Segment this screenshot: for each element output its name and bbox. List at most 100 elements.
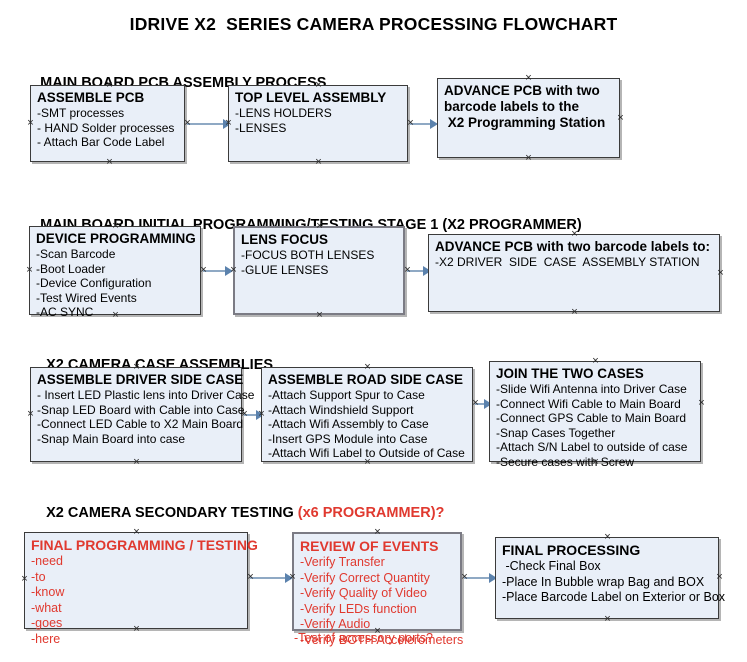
section-heading-x2-camera-secondary-testing: X2 CAMERA SECONDARY TESTING (x6 PROGRAMM… — [30, 489, 444, 537]
node-assemble-road-side-case[interactable]: ASSEMBLE ROAD SIDE CASE -Attach Support … — [261, 367, 473, 462]
node-line: -Verify Quality of Video — [300, 586, 427, 600]
connection-point[interactable] — [26, 410, 35, 419]
connector-arrow-head — [489, 573, 497, 583]
connection-point[interactable] — [603, 615, 612, 624]
node-title-line-2: barcode labels to the — [444, 99, 580, 114]
connection-point[interactable] — [246, 573, 255, 582]
node-line: -to — [31, 569, 46, 584]
node-assemble-pcb[interactable]: ASSEMBLE PCB -SMT processes - HAND Solde… — [30, 85, 185, 162]
connector-arrow-head — [430, 119, 438, 129]
node-final-programming-testing[interactable]: FINAL PROGRAMMING / TESTING -need -to -k… — [24, 532, 258, 646]
connection-point[interactable] — [406, 119, 415, 128]
node-line: -LENS HOLDERS — [235, 106, 332, 120]
connection-point[interactable] — [224, 119, 233, 128]
connection-point[interactable] — [716, 269, 725, 278]
connection-point[interactable] — [697, 399, 706, 408]
node-line: -Place Barcode Label on Exterior or Box — [502, 590, 726, 604]
node-top-level-assembly[interactable]: TOP LEVEL ASSEMBLY -LENS HOLDERS -LENSES — [228, 85, 408, 162]
node-line: -here — [31, 631, 61, 646]
node-review-of-events[interactable]: REVIEW OF EVENTS -Verify Transfer -Verif… — [292, 532, 463, 647]
node-line: -Verify Transfer — [300, 555, 385, 569]
node-line: -Boot Loader — [36, 261, 106, 276]
connection-point[interactable] — [183, 119, 192, 128]
connection-point[interactable] — [26, 119, 35, 128]
connector-line — [407, 270, 429, 272]
node-line: -LENSES — [235, 120, 287, 135]
connection-point[interactable] — [363, 363, 372, 372]
connection-point[interactable] — [240, 410, 249, 419]
node-title: FINAL PROCESSING — [502, 542, 641, 558]
connection-point[interactable] — [373, 528, 382, 537]
node-line: -Slide Wifi Antenna into Driver Case — [496, 382, 687, 396]
connection-point[interactable] — [715, 573, 724, 582]
node-line: -know — [31, 585, 65, 599]
connection-point[interactable] — [111, 311, 120, 320]
connection-point[interactable] — [132, 458, 141, 467]
node-line: -Secure cases with Screw — [496, 454, 635, 469]
node-line: -Connect LED Cable to X2 Main Board — [37, 417, 244, 431]
connection-point[interactable] — [314, 158, 323, 167]
connection-point[interactable] — [363, 458, 372, 467]
connection-point[interactable] — [132, 528, 141, 537]
node-title: ADVANCE PCB with two barcode labels to: — [435, 239, 711, 254]
node-line: -Snap Cases Together — [496, 425, 616, 440]
connection-point[interactable] — [25, 266, 34, 275]
connection-point[interactable] — [132, 625, 141, 634]
node-line: -need — [31, 554, 63, 568]
node-line: -Connect Wifi Cable to Main Board — [496, 396, 681, 411]
node-line: -X2 DRIVER SIDE CASE ASSEMBLY STATION — [435, 255, 700, 269]
connection-point[interactable] — [373, 627, 382, 636]
connection-point[interactable] — [314, 81, 323, 90]
connection-point[interactable] — [105, 81, 114, 90]
connection-point[interactable] — [570, 230, 579, 239]
connection-point[interactable] — [460, 573, 469, 582]
node-line: -AC SYNC — [36, 305, 94, 319]
node-title: ASSEMBLE ROAD SIDE CASE — [268, 372, 464, 387]
connector-line — [410, 123, 434, 125]
node-line: -goes — [31, 616, 63, 630]
node-line: -SMT processes — [37, 106, 125, 120]
connection-point[interactable] — [288, 573, 297, 582]
connection-point[interactable] — [471, 399, 480, 408]
page-title: IDRIVE X2 SERIES CAMERA PROCESSING FLOWC… — [129, 14, 618, 34]
connection-point[interactable] — [591, 458, 600, 467]
node-line: -Scan Barcode — [36, 247, 116, 261]
node-line: -Attach S/N Label to outside of case — [496, 440, 688, 454]
node-title: LENS FOCUS — [241, 232, 329, 247]
node-line: -Verify LEDs function — [300, 601, 417, 616]
connector-line — [250, 577, 288, 579]
section-heading-text: X2 CAMERA SECONDARY TESTING — [46, 505, 298, 521]
connection-point[interactable] — [524, 154, 533, 163]
connection-point[interactable] — [603, 533, 612, 542]
node-line: -Attach Wifi Assembly to Case — [268, 417, 429, 431]
node-advance-pcb-to-driver-side-case-assembly[interactable]: ADVANCE PCB with two barcode labels to: … — [428, 234, 720, 312]
connection-point[interactable] — [105, 158, 114, 167]
connection-point[interactable] — [111, 222, 120, 231]
connection-point[interactable] — [570, 308, 579, 317]
node-join-the-two-cases[interactable]: JOIN THE TWO CASES -Slide Wifi Antenna i… — [489, 361, 701, 469]
connection-point[interactable] — [616, 114, 625, 123]
connection-point[interactable] — [20, 575, 29, 584]
connection-point[interactable] — [315, 222, 324, 231]
connection-point[interactable] — [132, 363, 141, 372]
node-title: JOIN THE TWO CASES — [496, 366, 644, 381]
connector-line — [187, 123, 225, 125]
connection-point[interactable] — [315, 311, 324, 320]
node-lens-focus[interactable]: LENS FOCUS -FOCUS BOTH LENSES -GLUE LENS… — [233, 226, 405, 315]
node-line: -Connect GPS Cable to Main Board — [496, 411, 687, 425]
node-line: -Device Configuration — [36, 276, 152, 290]
connection-point[interactable] — [257, 410, 266, 419]
node-advance-pcb-to-x2-programming-station[interactable]: ADVANCE PCB with two barcode labels to t… — [437, 78, 620, 158]
node-line: - Insert LED Plastic lens into Driver Ca… — [37, 388, 255, 402]
node-final-processing[interactable]: FINAL PROCESSING -Check Final Box -Place… — [495, 537, 726, 619]
connection-point[interactable] — [524, 74, 533, 83]
connection-point[interactable] — [229, 266, 238, 275]
node-device-programming[interactable]: DEVICE PROGRAMMING -Scan Barcode -Boot L… — [29, 226, 201, 319]
connection-point[interactable] — [199, 266, 208, 275]
connection-point[interactable] — [591, 357, 600, 366]
node-assemble-driver-side-case[interactable]: ASSEMBLE DRIVER SIDE CASE - Insert LED P… — [30, 367, 255, 462]
connection-point[interactable] — [403, 266, 412, 275]
node-title: DEVICE PROGRAMMING — [36, 231, 196, 246]
node-line: - HAND Solder processes — [37, 120, 175, 135]
